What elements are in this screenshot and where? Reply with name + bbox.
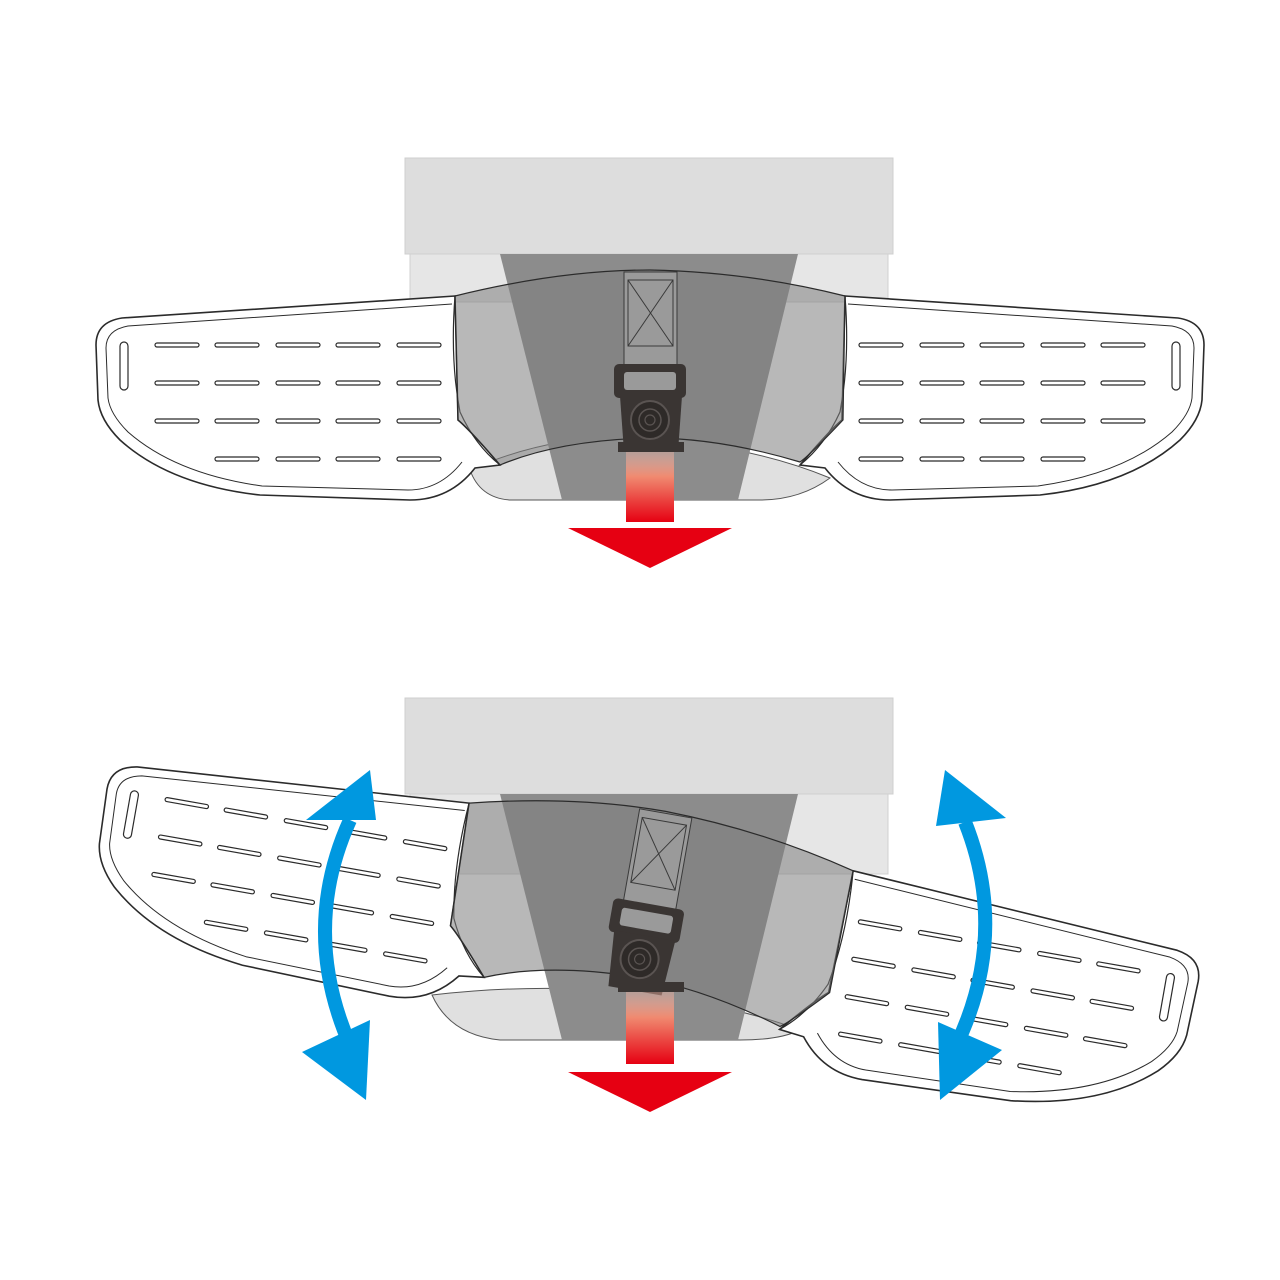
double-curved-arrow-icon [936, 770, 1006, 1100]
pack-body-upper [404, 157, 894, 255]
double-curved-arrow-icon [302, 770, 376, 1100]
belt-wing-left [95, 295, 502, 501]
belt-wing-right [798, 295, 1205, 501]
belt-wing-right [777, 869, 1200, 1103]
tension-strap [626, 992, 674, 1064]
molle-slots-right [858, 341, 1181, 462]
pack-body-upper [404, 697, 894, 795]
buckle-bar [618, 982, 684, 992]
ladder-lock-buckle [608, 898, 684, 996]
ladder-lock-buckle [614, 364, 686, 452]
pivot-strap [623, 271, 678, 373]
molle-slots-left [119, 341, 442, 462]
arrow-down-icon [568, 1072, 732, 1112]
arrow-down-icon [568, 528, 732, 568]
molle-slots-left [122, 790, 448, 964]
static-belt-panel [95, 157, 1205, 568]
pivoting-belt-panel [98, 697, 1200, 1112]
tension-strap [626, 452, 674, 522]
tilted-belt [98, 766, 1200, 1103]
